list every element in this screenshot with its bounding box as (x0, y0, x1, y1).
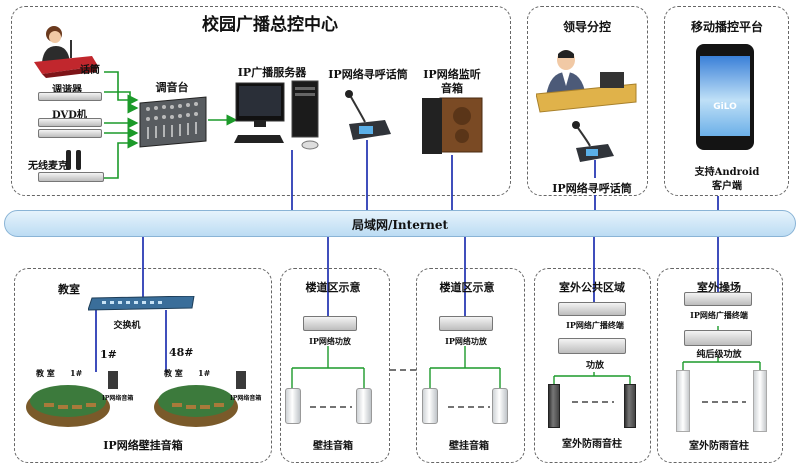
leader-paging-mic-icon (570, 120, 616, 164)
playground-terminal (684, 292, 752, 306)
leader-desk-icon (535, 46, 638, 114)
playground-amp (684, 330, 752, 346)
playground-amp-label: 纯后级功放 (696, 350, 742, 360)
outdoor-public-amp-label: 功放 (585, 361, 605, 371)
speaker-person-icon (34, 22, 106, 78)
corridor-1-box (280, 268, 390, 463)
classroom-1-room-no: 1# (70, 368, 83, 378)
amp-speaker-lines (291, 326, 761, 388)
lan-drops (95, 140, 719, 372)
server-computer-icon (234, 79, 330, 151)
mixer-device (138, 95, 208, 149)
dvd-device-2 (38, 129, 102, 138)
wireless-mic-label: 无线麦克 (28, 161, 68, 172)
outdoor-public-terminal (558, 302, 626, 316)
outdoor-public-terminal-label: IP网络广播终端 (566, 320, 624, 330)
playground-title: 室外操场 (697, 281, 741, 294)
tuner-label: 调谐器 (52, 85, 82, 96)
dvd-device (38, 118, 102, 127)
corridor-2-amp (439, 316, 493, 331)
lan-label: 局域网/Internet (351, 218, 449, 232)
classroom-48-terminal: IP网络音箱 (230, 395, 262, 402)
wall-speaker-label: IP网络壁挂音箱 (103, 439, 183, 452)
paging-mic-icon (343, 88, 393, 142)
paging-mic-label: IP网络寻呼话筒 (328, 68, 408, 81)
control-center-title: 校园广播总控中心 (202, 15, 338, 35)
corridor-2-speaker-label: 壁挂音箱 (449, 441, 489, 452)
ellipsis-dashes (310, 369, 746, 408)
mobile-support-2: 客户端 (712, 181, 742, 192)
switch-label: 交换机 (113, 321, 141, 331)
outdoor-public-amp (558, 338, 626, 354)
classroom-title: 教室 (58, 283, 80, 296)
phone-logo: GiLO (713, 102, 737, 112)
room-48-label: 48# (169, 346, 194, 359)
smartphone-icon: GiLO (696, 44, 754, 150)
monitor-speaker-icon (420, 96, 484, 156)
corridor-2-speaker-right (492, 388, 508, 424)
playground-column-label: 室外防雨音柱 (689, 441, 749, 452)
lan-bus (4, 210, 796, 237)
input-arrows (104, 71, 238, 179)
corridor-1-title: 楼道区示意 (305, 281, 361, 294)
tuner-device (38, 92, 102, 101)
classroom-1-room-text: 教 室 (36, 368, 55, 378)
speech-label: 话筒 (80, 65, 100, 76)
leader-title: 领导分控 (562, 20, 612, 34)
corridor-1-speaker-right (356, 388, 372, 424)
corridor-1-speaker-left (285, 388, 301, 424)
corridor-2-speaker-left (422, 388, 438, 424)
outdoor-public-column-right (624, 384, 636, 428)
corridor-2-box (416, 268, 525, 463)
mixer-label: 调音台 (155, 81, 189, 94)
corridor-1-amp (303, 316, 357, 331)
classroom-1-terminal: IP网络音箱 (102, 395, 134, 402)
dvd-label: DVD机 (52, 110, 87, 121)
wireless-mic-icon (62, 148, 86, 172)
classroom-48-room-text: 教 室 (164, 368, 183, 378)
playground-terminal-label: IP网络广播终端 (690, 310, 748, 320)
classroom-1 (24, 365, 138, 429)
outdoor-public-box (534, 268, 651, 463)
monitor-label-1: IP网络监听 (423, 68, 481, 81)
corridor-1-amp-label: IP网络功放 (309, 336, 351, 346)
classroom-48-room-no: 1# (198, 368, 211, 378)
classroom-48 (152, 365, 266, 429)
corridor-1-speaker-label: 壁挂音箱 (313, 441, 353, 452)
mobile-support-1: 支持Android (694, 167, 760, 178)
network-switch (87, 295, 196, 312)
room-1-label: 1# (100, 348, 117, 361)
outdoor-public-column-label: 室外防雨音柱 (562, 439, 622, 450)
wireless-receiver (38, 172, 104, 182)
corridor-2-amp-label: IP网络功放 (445, 336, 487, 346)
playground-column-right (753, 370, 767, 432)
corridor-2-title: 楼道区示意 (439, 281, 495, 294)
mobile-title: 移动播控平台 (690, 20, 764, 34)
leader-paging-label: IP网络寻呼话筒 (552, 182, 632, 195)
outdoor-public-title: 室外公共区域 (559, 281, 625, 294)
server-label: IP广播服务器 (237, 66, 307, 79)
outdoor-public-column-left (548, 384, 560, 428)
monitor-label-2: 音箱 (441, 82, 463, 95)
playground-column-left (676, 370, 690, 432)
